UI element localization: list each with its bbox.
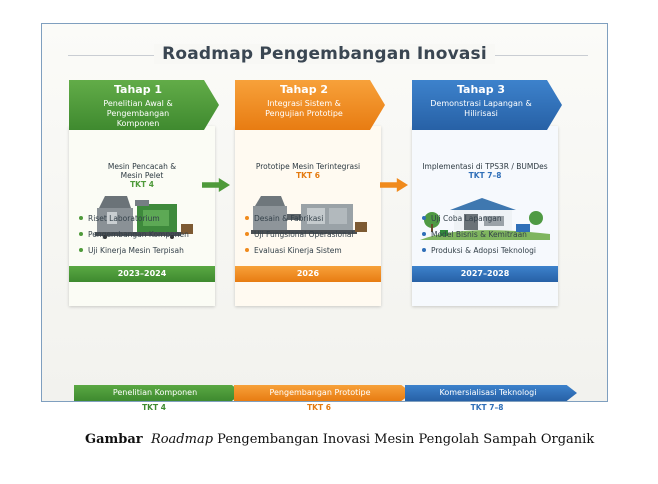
caption-italic: Roadmap [150,432,214,447]
list-item-text: Produksi & Adopsi Teknologi [431,245,536,255]
shredder-pellet-machine-illustration [95,196,193,239]
stage-2-years: 2026 [235,266,381,282]
bullet-dot [422,248,426,252]
stage-3-subtitle: Demonstrasi Lapangan & Hilirisasi [430,99,532,118]
strip-segment-3: Komersialisasi Teknologi [405,385,577,401]
stage-2-tkt: TKT 6 [296,171,320,180]
stage-3-label: Tahap 3 [456,83,506,96]
stage-1-subtitle: Penelitian Awal & Pengembangan Komponen [103,99,173,128]
stage-3-tkt: TKT 7–8 [468,171,502,180]
figure-caption: Gambar Roadmap Pengembangan Inovasi Mesi… [85,432,594,447]
caption-text: Pengembangan Inovasi Mesin Pengolah Samp… [217,432,595,447]
stage-1-label: Tahap 1 [113,83,163,96]
stage-2-subtitle: Integrasi Sistem & Pengujian Prototipe [265,99,343,118]
stage-2-label: Tahap 2 [279,83,329,96]
list-item: Riset Laboratorium [79,210,189,226]
list-item: Pengembangan Komponen [79,226,189,242]
strip-segment-2: Pengembangan Prototipe [234,385,412,401]
strip-segment-1: Penelitian Komponen [74,385,242,401]
stage-3-bullets: Uji Coba Lapangan Model Bisnis & Kemitra… [422,210,536,258]
list-item-text: Uji Kinerja Mesin Terpisah [88,245,184,255]
bullet-dot [79,216,83,220]
strip-tkt-2: TKT 6 [307,403,331,412]
list-item-text: Desain & Fabrikasi [254,213,324,223]
strip-tkt-1: TKT 4 [142,403,166,412]
list-item-text: Riset Laboratorium [88,213,160,223]
title-wrap: Roadmap Pengembangan Inovasi [42,44,607,64]
tps3r-facility-illustration [420,198,550,240]
stage-1-tkt: TKT 4 [130,180,154,189]
list-item-text: Uji Fungsional Operasional [254,229,354,239]
stage-2-bullets: Desain & Fabrikasi Uji Fungsional Operas… [245,210,354,258]
stage-1-panel-title: Mesin Pencacah & Mesin Pelet [107,162,177,180]
bullet-dot [245,248,249,252]
stage-3-banner: Tahap 3 Demonstrasi Lapangan & Hilirisas… [412,80,562,130]
list-item: Produksi & Adopsi Teknologi [422,242,536,258]
caption-prefix: Gambar [85,432,143,447]
stage-2-panel-title: Prototipe Mesin Terintegrasi [255,162,361,171]
list-item: Model Bisnis & Kemitraan [422,226,536,242]
bullet-dot [245,216,249,220]
bullet-dot [79,232,83,236]
stage-2-banner: Tahap 2 Integrasi Sistem & Pengujian Pro… [235,80,385,130]
roadmap-figure: Roadmap Pengembangan Inovasi Mesin Penca… [41,23,608,412]
bullet-dot [245,232,249,236]
list-item-text: Uji Coba Lapangan [431,213,502,223]
list-item-text: Pengembangan Komponen [88,229,189,239]
stage-1-banner: Tahap 1 Penelitian Awal & Pengembangan K… [69,80,219,130]
bullet-dot [422,232,426,236]
integrated-prototype-illustration [251,196,367,234]
stage-1-years: 2023–2024 [69,266,215,282]
list-item: Evaluasi Kinerja Sistem [245,242,354,258]
list-item: Uji Coba Lapangan [422,210,536,226]
list-item: Uji Fungsional Operasional [245,226,354,242]
stage-1-bullets: Riset Laboratorium Pengembangan Komponen… [79,210,189,258]
list-item-text: Evaluasi Kinerja Sistem [254,245,342,255]
list-item: Uji Kinerja Mesin Terpisah [79,242,189,258]
diagram-title: Roadmap Pengembangan Inovasi [154,44,495,64]
stage-3-years: 2027–2028 [412,266,558,282]
bullet-dot [422,216,426,220]
strip-tkt-3: TKT 7–8 [470,403,504,412]
bullet-dot [79,248,83,252]
list-item: Desain & Fabrikasi [245,210,354,226]
stage-3-panel-title: Implementasi di TPS3R / BUMDes [422,162,548,171]
list-item-text: Model Bisnis & Kemitraan [431,229,527,239]
